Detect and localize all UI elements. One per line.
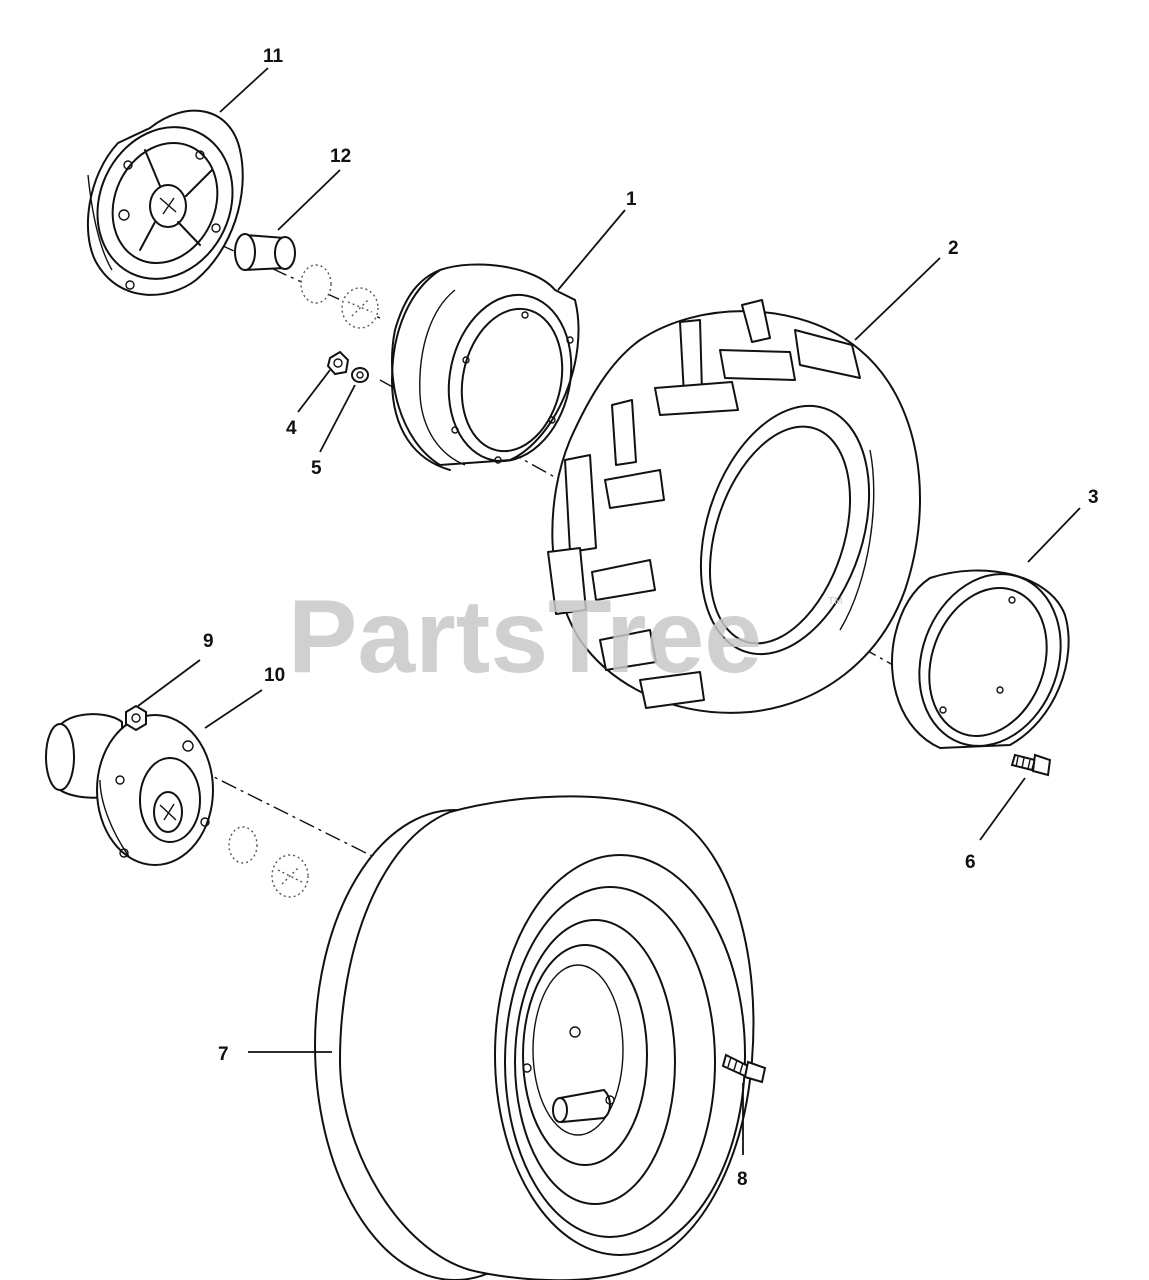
callout-3: 3 [1088,487,1099,508]
callout-10: 10 [264,665,285,686]
wheel-bolt [721,1053,767,1084]
wheel-weight-plate [86,109,244,296]
leader-9 [137,659,201,707]
callout-1: 1 [626,189,637,210]
leader-lines [137,67,1081,1155]
lug-nut-small [326,350,350,376]
spacer-bushing [234,233,296,272]
callout-4: 4 [286,418,297,439]
wheel-hub [45,713,214,866]
callout-5: 5 [311,458,322,479]
leader-5 [319,384,356,453]
leader-10 [204,689,263,729]
leader-12 [277,169,341,231]
callout-7: 7 [218,1044,229,1065]
callout-labels: 11 12 1 2 3 4 5 6 7 8 9 10 [203,46,1099,1190]
leader-2 [854,257,941,341]
hub-nut [125,704,147,732]
leader-4 [297,369,331,413]
watermark-trademark: TM [828,596,842,607]
lug-tractor-tire [547,299,921,714]
hidden-washer-nut-bottom [228,826,309,898]
callout-6: 6 [965,852,976,873]
callout-9: 9 [203,631,214,652]
wheel-rim-half-inner [391,263,580,471]
leader-3 [1027,507,1081,563]
callout-11: 11 [263,46,284,67]
parts-tree-watermark: PartsTree TM [288,579,842,695]
callout-2: 2 [948,238,959,259]
rim-bolt [1010,753,1052,777]
callout-12: 12 [330,146,351,167]
hidden-washer-nut-top [300,264,379,329]
leader-1 [557,209,626,291]
callout-8: 8 [737,1169,748,1190]
wheel-rim-half-outer [891,569,1070,750]
watermark-text: PartsTree [288,579,762,695]
leader-11 [219,67,269,113]
leader-6 [979,777,1026,841]
lock-washer-small [351,367,369,383]
turf-tire-wheel [314,795,755,1280]
